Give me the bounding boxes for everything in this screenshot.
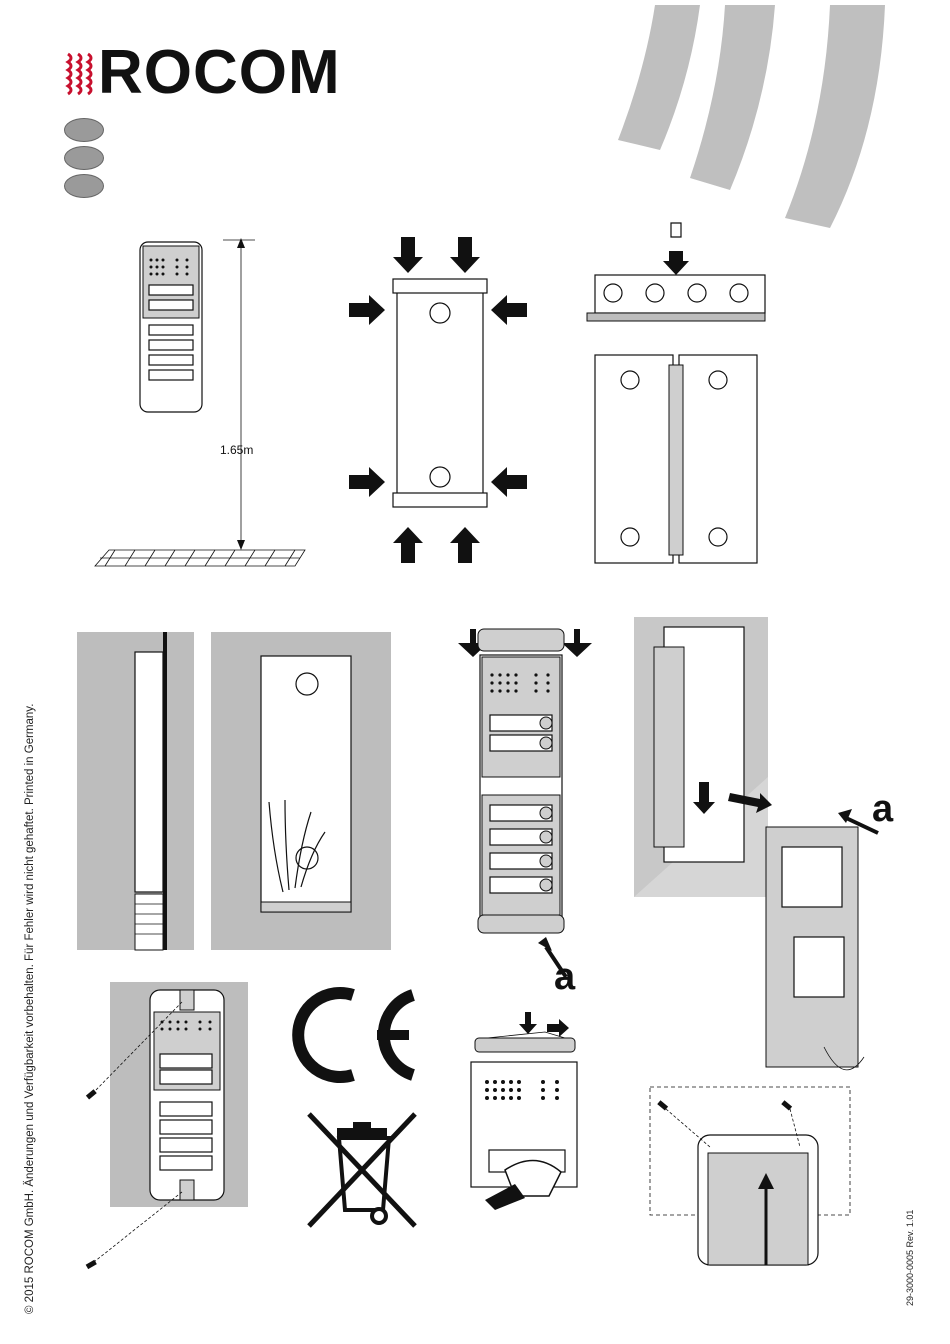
language-marker-1 bbox=[64, 118, 104, 142]
wall-side-figure bbox=[77, 632, 194, 950]
brand-logo-text: ROCOM bbox=[98, 42, 341, 104]
document-reference: 29-3000-0005 Rev. 1.01 bbox=[905, 1210, 915, 1306]
mounting-height-label: 1.65m bbox=[220, 443, 253, 457]
module-insertion-figure bbox=[634, 617, 864, 1097]
copyright-notice: © 2015 ROCOM GmbH. Änderungen und Verfüg… bbox=[24, 704, 36, 1314]
backbox-joining-figure bbox=[585, 215, 775, 575]
mounting-height-figure bbox=[95, 230, 315, 570]
screw-detail-figure bbox=[648, 1085, 853, 1275]
callout-a-panel: a bbox=[554, 958, 575, 996]
backbox-press-figure bbox=[345, 235, 535, 565]
language-marker-2 bbox=[64, 146, 104, 170]
cap-removal-figure bbox=[465, 1010, 595, 1200]
rocom-logo-icon bbox=[62, 52, 98, 100]
callout-a-module: a bbox=[872, 790, 893, 828]
swoosh-graphic bbox=[0, 0, 950, 240]
cable-entry-figure bbox=[211, 632, 391, 950]
language-marker-3 bbox=[64, 174, 104, 198]
weee-bin-icon bbox=[305, 1110, 420, 1230]
panel-assembly-figure bbox=[450, 625, 630, 995]
front-screw-figure bbox=[80, 982, 280, 1282]
ce-mark-icon bbox=[295, 985, 420, 1085]
